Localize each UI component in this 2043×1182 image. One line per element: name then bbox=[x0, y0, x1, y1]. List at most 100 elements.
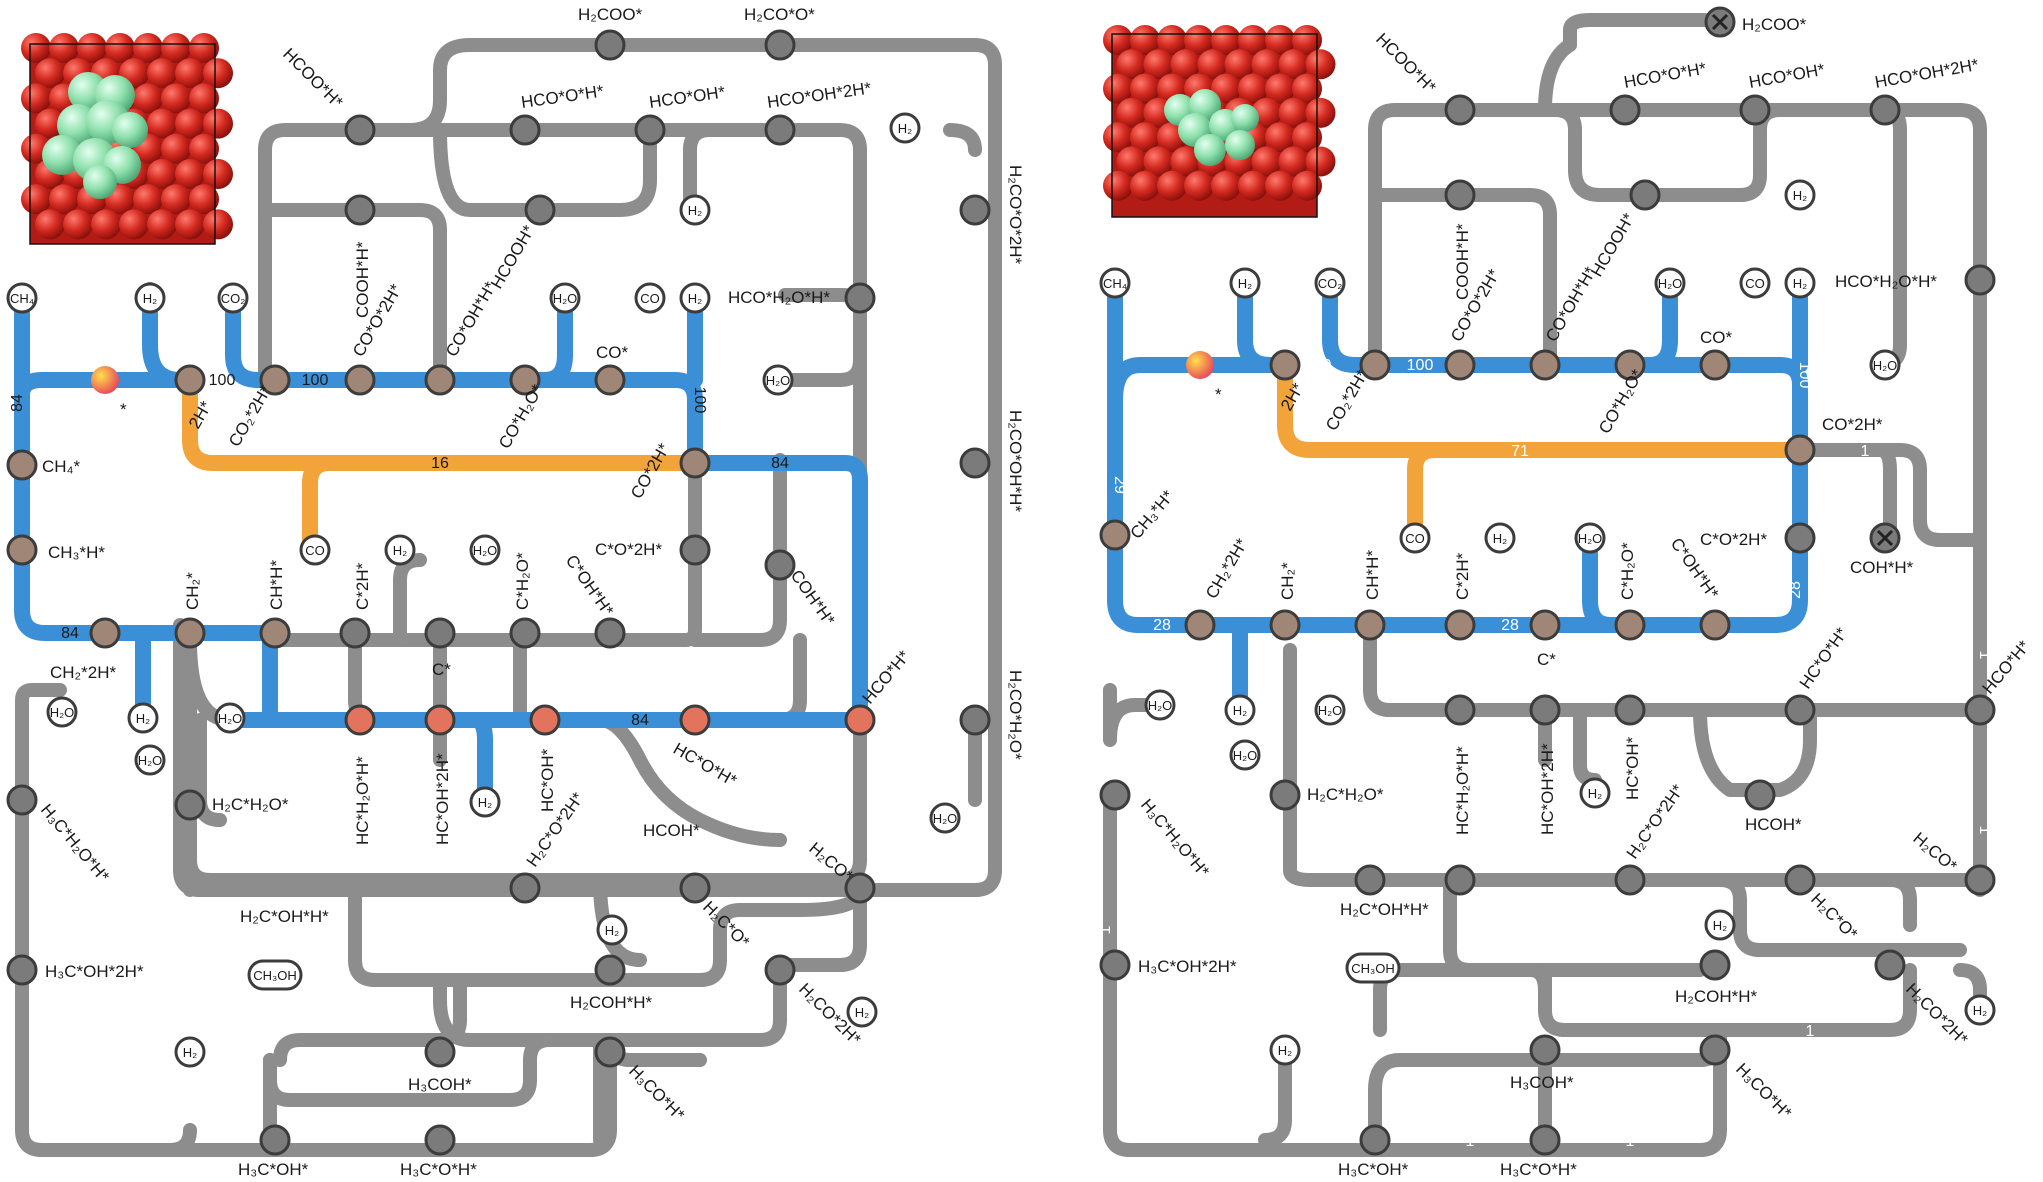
right-network: H₂COO*HCOO*H*HCO*O*H*HCO*OH*HCO*OH*2H*CO… bbox=[1097, 6, 2034, 1179]
node-c-2h bbox=[339, 617, 371, 649]
gas-h2-e-r-label: H₂ bbox=[1588, 786, 1602, 801]
node-hco-oh-2h-r bbox=[1869, 94, 1901, 126]
node-co-oh-h bbox=[424, 364, 456, 396]
node-ch3-h-r bbox=[1099, 519, 1131, 551]
flow-1-a-r: 1 bbox=[1861, 443, 1870, 460]
node-hco-h2o-h bbox=[844, 282, 876, 314]
node-h2co-2h bbox=[764, 954, 796, 986]
node-h3c-o-h bbox=[424, 1124, 456, 1156]
node-ch4 bbox=[6, 449, 38, 481]
label-hco-o-h-r: HCO*O*H* bbox=[1622, 59, 1708, 92]
node-co bbox=[594, 364, 626, 396]
node-hco-h bbox=[844, 704, 876, 736]
label-hco-oh-r: HCO*OH* bbox=[1747, 60, 1826, 92]
gas-h2-e-r bbox=[1579, 777, 1611, 809]
gas-h2-g-r-label: H₂ bbox=[1973, 1003, 1987, 1018]
node-hc-h2o-h bbox=[344, 704, 376, 736]
node-co-r bbox=[1699, 349, 1731, 381]
label-hcoo-h: HCOO*H* bbox=[279, 44, 347, 112]
gas-h2o-far bbox=[929, 802, 961, 834]
gas-h2o-right-label: H₂O bbox=[766, 373, 791, 388]
gas-co-b-r-label: CO bbox=[1405, 531, 1425, 546]
gas-h2o-d-r-label: H₂O bbox=[1318, 703, 1343, 718]
node-h3co-h bbox=[594, 1036, 626, 1068]
node-hcoh-r bbox=[1744, 779, 1776, 811]
label-hc-o-h: HC*O*H* bbox=[670, 739, 740, 791]
label-c-o-2h: C*O*2H* bbox=[595, 540, 662, 559]
gas-h2o-c-r-label: H₂O bbox=[1148, 698, 1173, 713]
node-hcoo-h bbox=[344, 114, 376, 146]
label-c-2h-r: C*2H* bbox=[1453, 552, 1472, 600]
gas-h2-b bbox=[679, 282, 711, 314]
node-c-r bbox=[1529, 609, 1561, 641]
right-orange-path bbox=[1277, 357, 1808, 538]
flow-1-g-r: 1 bbox=[1466, 1133, 1475, 1150]
label-h2c-oh-h-r: H₂C*OH*H* bbox=[1340, 900, 1429, 919]
flow-100-b: 100 bbox=[302, 372, 329, 389]
left-cluster bbox=[42, 72, 148, 199]
node-c-h2o bbox=[509, 617, 541, 649]
flow-84-b: 84 bbox=[771, 455, 789, 472]
label-h2c-o-r: H₂C*O* bbox=[1807, 889, 1861, 943]
label-ch4: CH₄* bbox=[42, 457, 80, 476]
gas-h2-a-r-label: H₂ bbox=[1238, 276, 1252, 291]
label-c: C* bbox=[432, 660, 451, 679]
gas-co-a-r bbox=[1739, 267, 1771, 299]
label-c-oh-h: C*OH*H* bbox=[562, 551, 618, 619]
node-co-oh-h-r bbox=[1529, 349, 1561, 381]
label-h2c-h2o: H₂C*H₂O* bbox=[212, 795, 289, 814]
gas-h2-c-r bbox=[1484, 522, 1516, 554]
label-hc-oh-r: HC*OH* bbox=[1623, 736, 1642, 800]
gas-h2-top-r-label: H₂ bbox=[1793, 188, 1807, 203]
gas-h2-a bbox=[134, 282, 166, 314]
gas-ch3oh bbox=[247, 959, 303, 991]
label-h2c-oh-h: H₂C*OH*H* bbox=[240, 907, 329, 926]
flow-1-b-r: 1 bbox=[1976, 651, 1993, 660]
flow-1-h-r: 1 bbox=[1626, 1133, 1635, 1150]
flow-28-c-r: 28 bbox=[1787, 581, 1804, 599]
node-c-h2o-r bbox=[1614, 609, 1646, 641]
gas-ch3oh-r-label: CH₃OH bbox=[1351, 961, 1395, 976]
node-hcooh bbox=[524, 194, 556, 226]
node-h2c-o bbox=[679, 872, 711, 904]
label-ch2-r: CH₂* bbox=[1278, 562, 1297, 600]
flow-16: 16 bbox=[431, 455, 449, 472]
flow-28-a-r: 28 bbox=[1153, 617, 1171, 634]
gas-h2o-c-r bbox=[1144, 689, 1176, 721]
gas-co2-r bbox=[1314, 267, 1346, 299]
label-hcoh-r: HCOH* bbox=[1745, 815, 1802, 834]
label-h2coo: H₂COO* bbox=[578, 5, 643, 24]
flow-28-b-r: 28 bbox=[1501, 617, 1519, 634]
node-hc-o-h-r bbox=[1784, 694, 1816, 726]
gas-co-b-r bbox=[1399, 522, 1431, 554]
node-h2co bbox=[844, 872, 876, 904]
label-co-r: CO* bbox=[1700, 328, 1733, 347]
node-hco-o-h-r bbox=[1609, 94, 1641, 126]
label-hcoo-h-r: HCOO*H* bbox=[1372, 29, 1440, 97]
gas-h2-f bbox=[596, 914, 628, 946]
gas-h2-d bbox=[127, 702, 159, 734]
label-hc-oh-2h: HC*OH*2H* bbox=[433, 753, 452, 845]
node-co-h2o bbox=[509, 364, 541, 396]
node-cooh-h bbox=[344, 194, 376, 226]
node-h3c-oh bbox=[259, 1124, 291, 1156]
node-c-oh-h-r bbox=[1699, 609, 1731, 641]
label-c-r: C* bbox=[1537, 650, 1556, 669]
label-cooh-h-r: COOH*H* bbox=[1453, 223, 1472, 300]
node-h3co-h-r bbox=[1699, 1034, 1731, 1066]
node-h3c-h2o-h-r bbox=[1099, 779, 1131, 811]
node-hcooh-r bbox=[1629, 179, 1661, 211]
label-ch2-2h: CH₂*2H* bbox=[50, 663, 117, 682]
gas-h2o-e-label: H₂O bbox=[138, 753, 163, 768]
gas-co2 bbox=[217, 282, 249, 314]
label-h2coh-h-r: H₂COH*H* bbox=[1675, 987, 1758, 1006]
gas-h2-f-label: H₂ bbox=[605, 923, 619, 938]
gas-h2o-d bbox=[214, 702, 246, 734]
label-h3co-h: H₃CO*H* bbox=[625, 1061, 688, 1124]
label-h3co-h-r: H₃CO*H* bbox=[1732, 1059, 1795, 1122]
left-surface-atoms bbox=[21, 33, 233, 240]
node-hco-h-r bbox=[1964, 694, 1996, 726]
node-co-2h-r bbox=[1784, 434, 1816, 466]
gas-h2-d-r-label: H₂ bbox=[1233, 703, 1247, 718]
